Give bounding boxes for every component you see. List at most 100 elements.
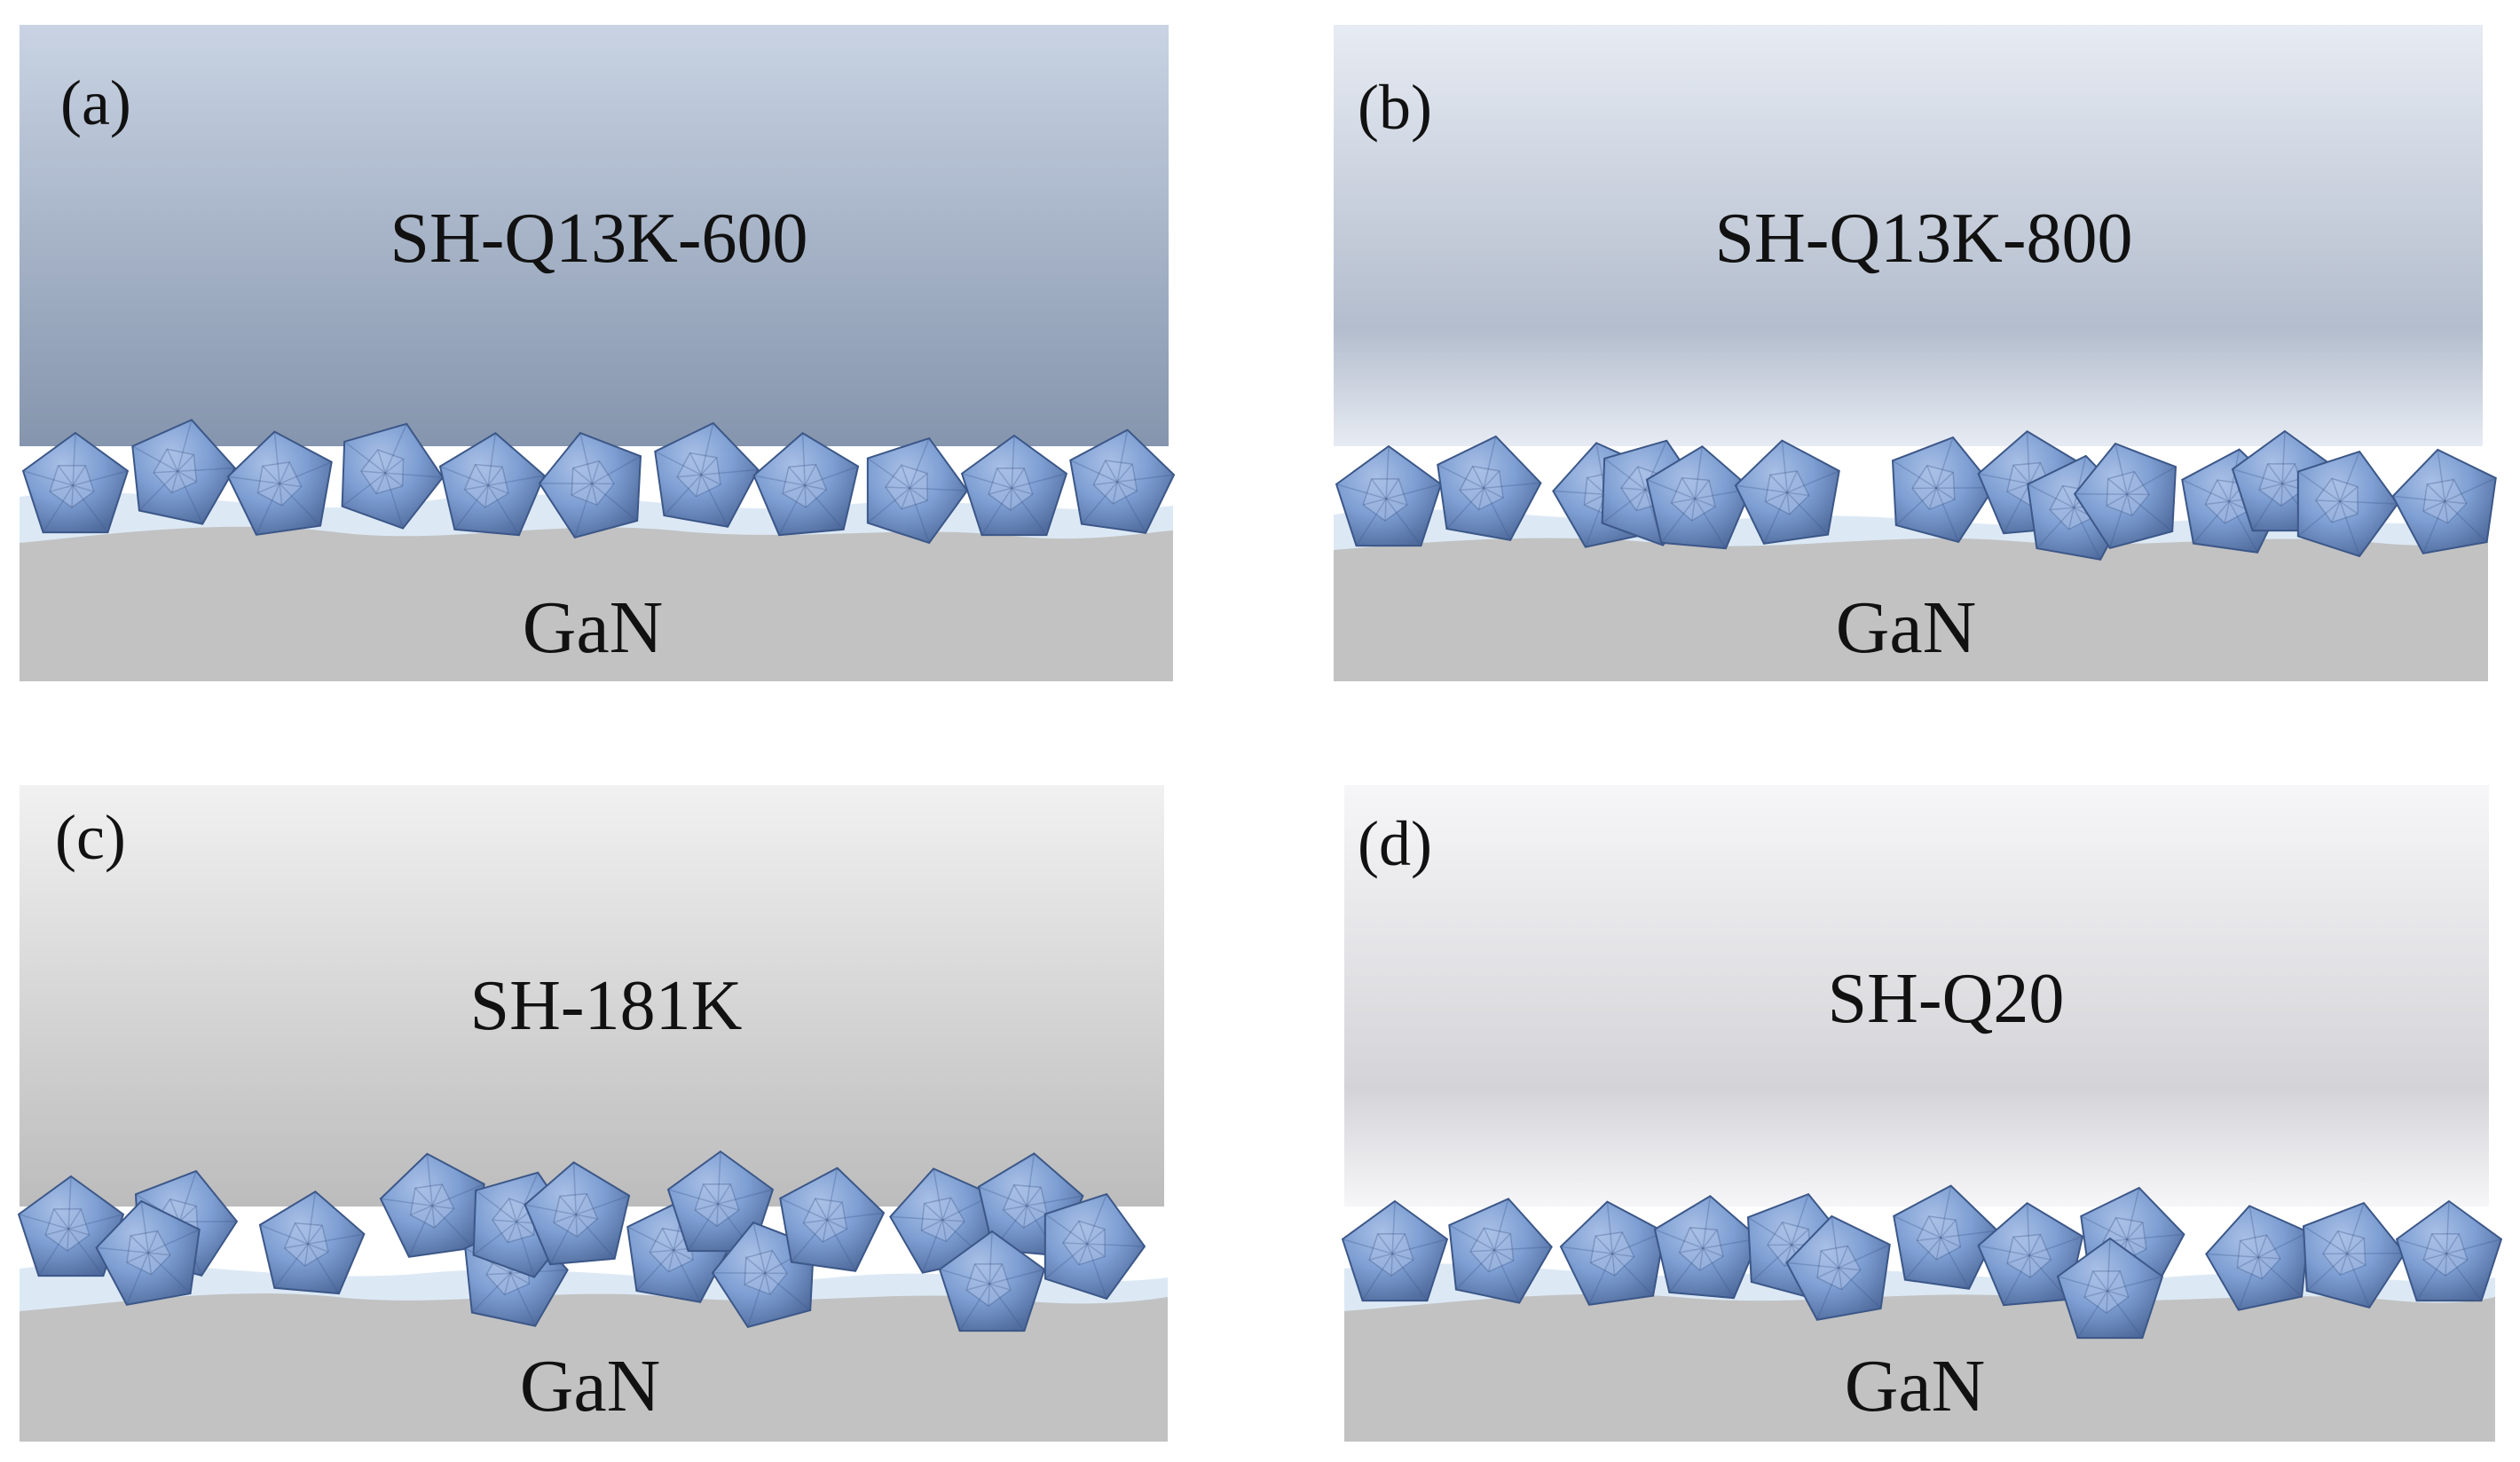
material-label-b: SH-Q13K-800 <box>1714 200 2132 278</box>
particle-edge <box>1893 1215 1961 1248</box>
pad-block-b <box>1334 25 2483 446</box>
particle-edge <box>1342 1238 1414 1261</box>
particle-edge <box>96 1246 170 1256</box>
particle-edge <box>2006 1236 2083 1264</box>
particle-edge <box>2232 468 2303 491</box>
material-label-a: SH-Q13K-600 <box>390 200 807 278</box>
particle-edge <box>572 1162 579 1237</box>
particle-d-3 <box>1559 1200 1666 1306</box>
substrate-label-b: GaN <box>1836 586 1977 669</box>
particle-facet <box>1092 460 1138 505</box>
panel-b: (b) SH-Q13K-800 GaN <box>1334 25 2497 681</box>
particle-edge <box>375 423 407 494</box>
particle-edge <box>1660 479 1710 544</box>
particle-edge <box>170 420 193 493</box>
particle-edge <box>1668 1229 1718 1293</box>
particle-edge <box>2003 462 2042 534</box>
particle-edge <box>2027 483 2094 518</box>
particle-edge <box>67 1175 72 1252</box>
particle-edge <box>687 1183 731 1252</box>
particle-edge <box>259 1224 329 1253</box>
particle-edge <box>37 1208 82 1277</box>
particle-b-6 <box>1734 439 1840 545</box>
particle-edge <box>426 1153 436 1228</box>
gan-substrate-d <box>1344 1293 2495 1442</box>
panel-d: (d) SH-Q20 GaN <box>1341 785 2503 1442</box>
particle-edge <box>262 465 321 527</box>
particle-edge <box>559 1195 616 1260</box>
particle-edge <box>2061 485 2101 561</box>
particle-facet <box>2106 470 2150 517</box>
particle-edge <box>2445 1200 2450 1277</box>
particle-d-1 <box>1341 1199 1449 1302</box>
particle-c-12 <box>779 1167 886 1272</box>
particle-edge <box>1925 465 1959 543</box>
particle-c-8 <box>524 1161 631 1266</box>
particle-facet <box>492 1198 536 1244</box>
particle-facet <box>2322 1230 2366 1277</box>
particle-b-13 <box>2296 450 2399 558</box>
particle-edge <box>779 1198 847 1230</box>
particle-edge <box>2217 479 2258 554</box>
gan-substrate-a <box>20 526 1173 681</box>
particle-facet <box>1362 478 1408 522</box>
particle-edge <box>1448 1224 1514 1262</box>
particle-edge <box>377 449 404 529</box>
particle-edge <box>138 454 194 512</box>
particle-edge <box>1445 470 1500 530</box>
particle-edge <box>1471 466 1511 541</box>
particle-edge <box>2240 1240 2303 1298</box>
particle-d-4 <box>1653 1195 1760 1300</box>
particle-edge <box>996 468 1048 536</box>
pad-block-d <box>1344 785 2489 1207</box>
particle-edge <box>1928 436 1954 510</box>
particle-edge <box>2248 1206 2264 1279</box>
particle-facet <box>2236 1234 2281 1280</box>
particle-edge <box>885 486 968 491</box>
particle-edge <box>2084 1276 2163 1298</box>
particle-edge <box>2106 466 2177 507</box>
particle-edge <box>1681 477 1727 549</box>
particle-edge <box>901 437 930 510</box>
particle-edge <box>1904 1219 1957 1281</box>
particle-edge <box>2237 1231 2310 1269</box>
particle-edge <box>1928 1215 1970 1290</box>
particle-facet <box>744 1249 788 1296</box>
particle-edge <box>2057 1276 2129 1298</box>
particle-edge <box>747 1250 774 1328</box>
particle-a-7 <box>654 421 760 528</box>
particle-edge <box>1698 1196 1712 1271</box>
particle-edge <box>1455 1233 1511 1291</box>
particle-edge <box>788 466 845 531</box>
particle-edge <box>867 473 928 524</box>
particle-edge <box>579 432 598 506</box>
particle-facet <box>802 1198 848 1243</box>
particle-facet <box>1368 1233 1414 1277</box>
particle-a-8 <box>752 432 860 537</box>
particle-edge <box>360 470 444 478</box>
panel-label-b: (b) <box>1358 72 1432 143</box>
particle-facet <box>1002 1183 1048 1229</box>
particle-edge <box>1654 1229 1724 1257</box>
particle-c-5 <box>379 1152 485 1258</box>
particle-edge <box>901 464 930 544</box>
particle-edge <box>791 1201 843 1263</box>
particle-facet <box>2422 478 2468 524</box>
particle-edge <box>1560 1246 1634 1258</box>
particle-edge <box>2306 1238 2365 1292</box>
particle-edge <box>663 457 718 516</box>
particle-edge <box>1483 1227 1520 1303</box>
particle-edge <box>1917 1230 1998 1242</box>
particle-edge <box>1781 440 1791 515</box>
gan-substrate-b <box>1334 538 2488 681</box>
particle-edge <box>1978 1245 2051 1261</box>
particle-facet <box>153 448 198 494</box>
particle-edge <box>18 1214 90 1236</box>
particle-edge <box>635 1232 690 1292</box>
material-label-d: SH-Q20 <box>1828 960 2065 1038</box>
particle-b-7 <box>1891 436 1996 544</box>
particle-edge <box>1765 470 1840 503</box>
particle-edge <box>654 451 721 485</box>
particle-edge <box>256 461 290 536</box>
particle-edge <box>2003 1234 2042 1306</box>
